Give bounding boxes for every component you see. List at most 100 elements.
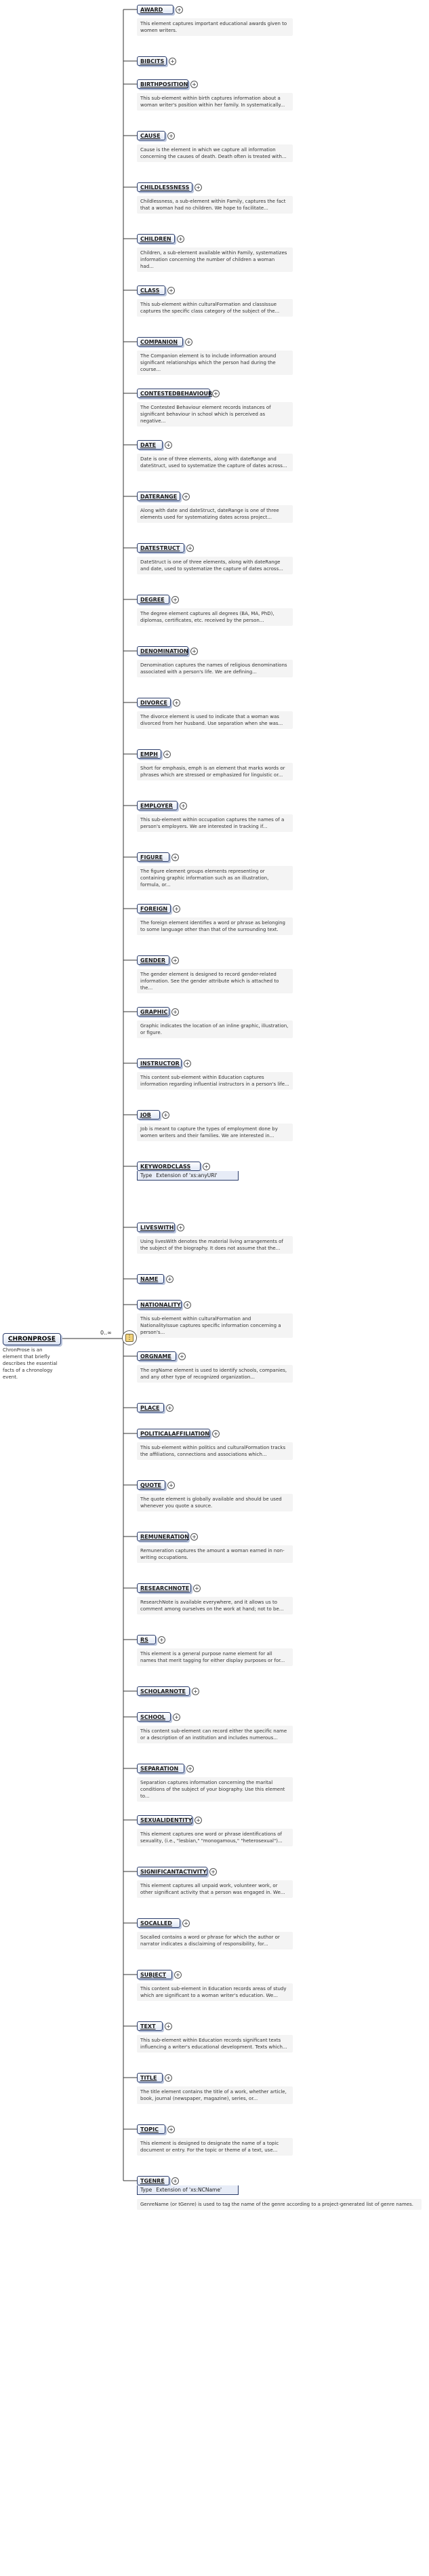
element-daterange[interactable]: DATERANGE bbox=[137, 492, 180, 501]
plus-expand-icon[interactable]: + bbox=[180, 802, 187, 810]
plus-expand-icon[interactable]: + bbox=[190, 648, 198, 655]
element-children[interactable]: CHILDREN bbox=[137, 234, 175, 243]
element-topic[interactable]: TOPIC bbox=[137, 2124, 165, 2134]
plus-expand-icon[interactable]: + bbox=[162, 1111, 169, 1119]
plus-expand-icon[interactable]: + bbox=[212, 390, 220, 397]
element-documentation: Remuneration captures the amount a woman… bbox=[137, 1545, 293, 1563]
plus-expand-icon[interactable]: + bbox=[184, 1060, 191, 1067]
element-award[interactable]: AWARD bbox=[137, 5, 173, 14]
plus-expand-icon[interactable]: + bbox=[171, 854, 179, 861]
element-cause[interactable]: CAUSE bbox=[137, 131, 165, 140]
element-school[interactable]: SCHOOL bbox=[137, 1712, 171, 1722]
plus-expand-icon[interactable]: + bbox=[174, 1971, 182, 1979]
element-foreign[interactable]: FOREIGN bbox=[137, 904, 171, 913]
element-scholarnote[interactable]: SCHOLARNOTE bbox=[137, 1686, 190, 1696]
element-text[interactable]: TEXT bbox=[137, 2021, 163, 2031]
choice-compositor[interactable]: ⋮ bbox=[122, 1330, 137, 1345]
element-politicalaffiliation[interactable]: POLITICALAFFILIATION bbox=[137, 1429, 210, 1438]
plus-expand-icon[interactable]: + bbox=[186, 544, 194, 552]
element-socalled[interactable]: SOCALLED bbox=[137, 1918, 180, 1928]
plus-expand-icon[interactable]: + bbox=[166, 1404, 173, 1412]
plus-expand-icon[interactable]: + bbox=[166, 1275, 173, 1283]
element-contestedbehaviour[interactable]: CONTESTEDBEHAVIOUR bbox=[137, 389, 212, 398]
element-subject[interactable]: SUBJECT bbox=[137, 1970, 172, 1979]
plus-expand-icon[interactable]: + bbox=[212, 1430, 220, 1438]
plus-expand-icon[interactable]: + bbox=[169, 58, 176, 65]
element-instructor[interactable]: INSTRUCTOR bbox=[137, 1058, 182, 1068]
plus-expand-icon[interactable]: + bbox=[165, 2023, 172, 2030]
plus-expand-icon[interactable]: + bbox=[182, 493, 190, 500]
plus-expand-icon[interactable]: + bbox=[167, 287, 175, 294]
element-remuneration[interactable]: REMUNERATION bbox=[137, 1532, 189, 1541]
plus-expand-icon[interactable]: + bbox=[173, 699, 180, 707]
plus-expand-icon[interactable]: + bbox=[171, 2177, 179, 2185]
element-denomination[interactable]: DENOMINATION bbox=[137, 646, 188, 656]
element-graphic[interactable]: GRAPHIC bbox=[137, 1007, 169, 1016]
root-element-chronprose[interactable]: CHRONPROSE bbox=[3, 1333, 61, 1345]
element-name: LIVESWITH bbox=[140, 1225, 174, 1231]
element-place[interactable]: PLACE bbox=[137, 1403, 164, 1412]
element-date[interactable]: DATE bbox=[137, 440, 163, 450]
plus-expand-icon[interactable]: + bbox=[163, 751, 171, 758]
plus-expand-icon[interactable]: + bbox=[195, 1817, 202, 1824]
element-emph[interactable]: EMPH bbox=[137, 749, 161, 759]
plus-expand-icon[interactable]: + bbox=[171, 957, 179, 964]
element-researchnote[interactable]: RESEARCHNOTE bbox=[137, 1583, 191, 1593]
plus-expand-icon[interactable]: + bbox=[167, 132, 175, 140]
element-name[interactable]: NAME bbox=[137, 1274, 164, 1284]
element-birthposition[interactable]: BIRTHPOSITION bbox=[137, 79, 188, 89]
element-name: DENOMINATION bbox=[140, 648, 188, 654]
plus-expand-icon[interactable]: + bbox=[177, 1224, 184, 1231]
element-degree[interactable]: DEGREE bbox=[137, 595, 169, 604]
plus-expand-icon[interactable]: + bbox=[182, 1920, 190, 1927]
element-sexualidentity[interactable]: SEXUALIDENTITY bbox=[137, 1815, 192, 1825]
plus-expand-icon[interactable]: + bbox=[165, 441, 172, 449]
plus-expand-icon[interactable]: + bbox=[158, 1636, 165, 1644]
element-datestruct[interactable]: DATESTRUCT bbox=[137, 543, 184, 553]
element-bibcits[interactable]: BIBCITS bbox=[137, 56, 167, 66]
plus-expand-icon[interactable]: + bbox=[190, 81, 198, 88]
plus-expand-icon[interactable]: + bbox=[190, 1533, 198, 1541]
element-name: SEPARATION bbox=[140, 1766, 179, 1772]
element-liveswith[interactable]: LIVESWITH bbox=[137, 1223, 175, 1232]
element-childlessness[interactable]: CHILDLESSNESS bbox=[137, 182, 192, 192]
element-name: CHILDREN bbox=[140, 236, 171, 242]
plus-expand-icon[interactable]: + bbox=[178, 1353, 186, 1360]
plus-expand-icon[interactable]: + bbox=[192, 1688, 199, 1695]
element-documentation: This content sub-element within Educatio… bbox=[137, 1072, 293, 1090]
element-gender[interactable]: GENDER bbox=[137, 955, 169, 965]
plus-expand-icon[interactable]: + bbox=[171, 1008, 179, 1016]
plus-expand-icon[interactable]: + bbox=[184, 1301, 191, 1309]
type-value: Extension of 'xs:NCName' bbox=[156, 2187, 222, 2193]
element-job[interactable]: JOB bbox=[137, 1110, 160, 1119]
element-separation[interactable]: SEPARATION bbox=[137, 1764, 184, 1773]
plus-expand-icon[interactable]: + bbox=[203, 1163, 210, 1170]
element-tgenre[interactable]: TGENRE bbox=[137, 2176, 169, 2185]
plus-expand-icon[interactable]: + bbox=[167, 2126, 175, 2133]
plus-expand-icon[interactable]: + bbox=[167, 1482, 175, 1489]
plus-expand-icon[interactable]: + bbox=[195, 184, 202, 191]
element-significantactivity[interactable]: SIGNIFICANTACTIVITY bbox=[137, 1867, 207, 1876]
element-class[interactable]: CLASS bbox=[137, 285, 165, 295]
plus-expand-icon[interactable]: + bbox=[193, 1585, 201, 1592]
element-rs[interactable]: RS bbox=[137, 1635, 156, 1644]
element-keywordclass[interactable]: KEYWORDCLASS bbox=[137, 1162, 201, 1171]
element-documentation: This sub-element within occupation captu… bbox=[137, 814, 293, 832]
element-nationality[interactable]: NATIONALITY bbox=[137, 1300, 182, 1309]
plus-expand-icon[interactable]: + bbox=[176, 6, 183, 14]
plus-expand-icon[interactable]: + bbox=[177, 235, 184, 243]
element-divorce[interactable]: DIVORCE bbox=[137, 698, 171, 707]
element-quote[interactable]: QUOTE bbox=[137, 1480, 165, 1490]
plus-expand-icon[interactable]: + bbox=[173, 905, 180, 913]
plus-expand-icon[interactable]: + bbox=[165, 2074, 172, 2082]
element-employer[interactable]: EMPLOYER bbox=[137, 801, 178, 810]
plus-expand-icon[interactable]: + bbox=[185, 338, 192, 346]
element-figure[interactable]: FIGURE bbox=[137, 852, 169, 862]
plus-expand-icon[interactable]: + bbox=[171, 596, 179, 603]
element-orgname[interactable]: ORGNAME bbox=[137, 1351, 176, 1361]
plus-expand-icon[interactable]: + bbox=[186, 1765, 194, 1772]
plus-expand-icon[interactable]: + bbox=[209, 1868, 217, 1876]
element-title[interactable]: TITLE bbox=[137, 2073, 163, 2082]
element-companion[interactable]: COMPANION bbox=[137, 337, 183, 346]
plus-expand-icon[interactable]: + bbox=[173, 1713, 180, 1721]
